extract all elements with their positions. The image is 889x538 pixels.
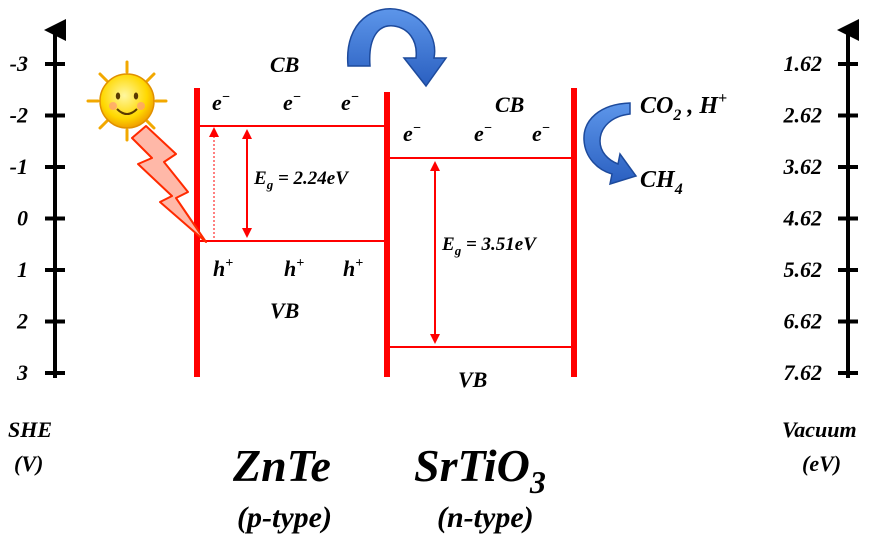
reduction-arrow-icon [583, 102, 638, 186]
product-label: CH4 [640, 167, 683, 198]
znte-vb-label: VB [270, 298, 299, 323]
vacuum-axis-unit: (eV) [802, 451, 841, 476]
she-axis-tick-label: 0 [17, 206, 28, 231]
she-axis-tick-label: -1 [10, 154, 28, 179]
vacuum-axis-tick-label: 3.62 [783, 154, 823, 179]
znte-name: ZnTe [232, 440, 331, 491]
vacuum-axis: 1.62 2.62 3.62 4.62 5.62 6.62 7.62 [783, 19, 859, 385]
electron-label: e− [532, 121, 550, 146]
electron-transfer-arrow-icon [347, 8, 448, 88]
electron-label: e− [403, 121, 421, 146]
srtio3-bandgap-label: Eg = 3.51eV [441, 234, 537, 258]
vacuum-axis-tick-label: 5.62 [784, 257, 823, 282]
reactant-label: CO2 , H+ [640, 90, 727, 124]
light-bolt-icon [131, 125, 207, 243]
srtio3-cb-label: CB [495, 92, 524, 117]
znte-electrons: e− e− e− [212, 90, 359, 115]
she-axis-tick-label: 3 [16, 360, 28, 385]
hole-label: h+ [284, 256, 304, 281]
srtio3-vb-label: VB [458, 367, 487, 392]
electron-label: e− [212, 90, 230, 115]
vacuum-axis-tick-label: 2.62 [783, 103, 823, 128]
vacuum-axis-tick-label: 4.62 [783, 206, 823, 231]
electron-label: e− [283, 90, 301, 115]
she-axis-tick-label: 1 [17, 257, 28, 282]
she-axis-title: SHE [8, 417, 52, 442]
srtio3-electrons: e− e− e− [403, 121, 550, 146]
vacuum-axis-title: Vacuum [782, 417, 857, 442]
she-axis: -3 -2 -1 0 1 2 3 [10, 19, 66, 385]
vacuum-axis-tick-label: 1.62 [784, 51, 823, 76]
znte-holes: h+ h+ h+ [213, 256, 363, 281]
electron-label: e− [474, 121, 492, 146]
electron-label: e− [341, 90, 359, 115]
sun-icon [86, 60, 168, 142]
znte-type: (p-type) [237, 501, 332, 534]
znte-cb-label: CB [270, 52, 299, 77]
znte-bandgap-label: Eg = 2.24eV [253, 168, 349, 192]
she-axis-tick-label: 2 [16, 309, 28, 334]
hole-label: h+ [213, 256, 233, 281]
she-axis-tick-label: -2 [10, 103, 28, 128]
srtio3-name: SrTiO3 [414, 440, 546, 500]
vacuum-axis-tick-label: 7.62 [784, 360, 823, 385]
vacuum-axis-tick-label: 6.62 [784, 309, 823, 334]
she-axis-unit: (V) [14, 451, 43, 476]
hole-label: h+ [343, 256, 363, 281]
srtio3-type: (n-type) [437, 501, 534, 534]
she-axis-tick-label: -3 [10, 51, 28, 76]
